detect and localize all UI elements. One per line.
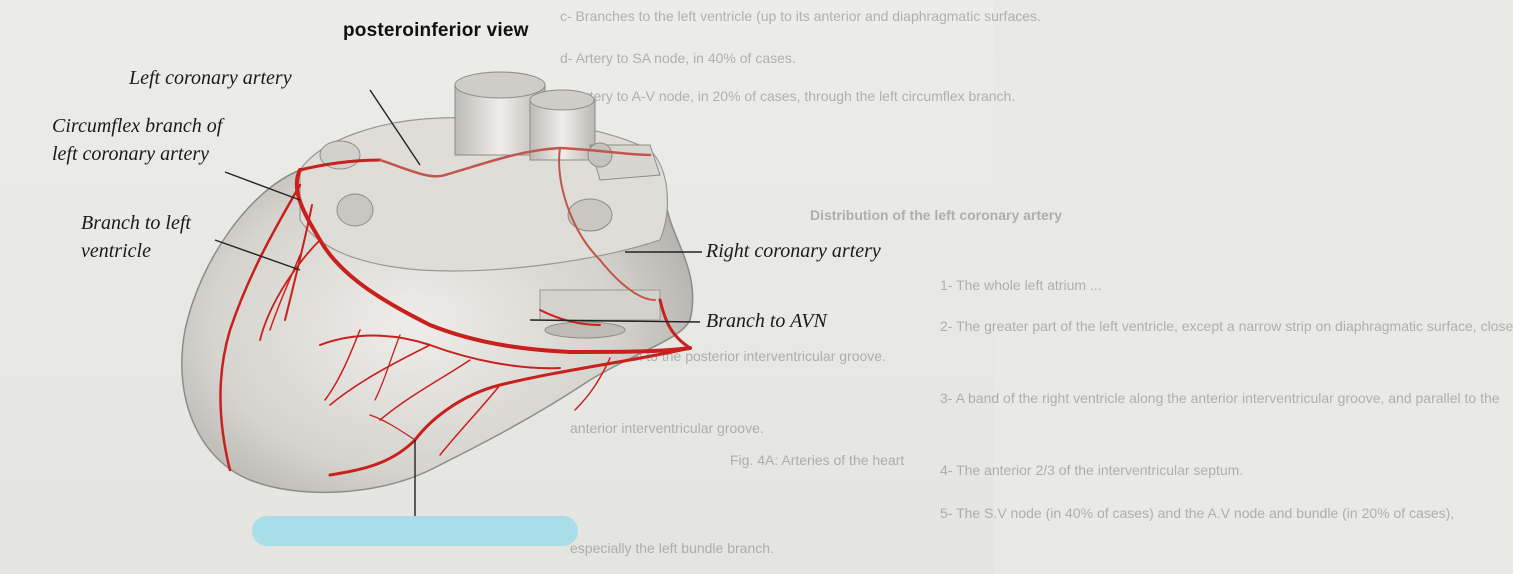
bg-text-line-e: e- Artery to A-V node, in 20% of cases, … [560, 88, 1016, 104]
bg-text-heading: Distribution of the left coronary artery [810, 207, 1063, 223]
heart-illustration [181, 71, 702, 520]
label-branch-left-ventricle-line-2: ventricle [81, 240, 151, 262]
bg-text-line-c: c- Branches to the left ventricle (up to… [560, 8, 1041, 24]
bg-text-line-5: 5- The S.V node (in 40% of cases) and th… [940, 505, 1455, 521]
figure-title: posteroinferior view [343, 20, 529, 41]
label-left-coronary-artery: Left coronary artery [129, 67, 292, 89]
label-branch-to-avn: Branch to AVN [706, 310, 827, 332]
label-right-coronary-artery: Right coronary artery [706, 240, 881, 262]
bg-text-line-1: 1- The whole left atrium ... [940, 277, 1102, 293]
bg-text-line-5b: especially the left bundle branch. [570, 540, 774, 556]
coronary-arteries [219, 146, 692, 477]
bg-text-line-4: 4- The anterior 2/3 of the interventricu… [940, 462, 1244, 478]
caption-highlight-bar [252, 516, 578, 546]
leader-lines [214, 89, 702, 520]
bg-text-line-3: 3- A band of the right ventricle along t… [940, 390, 1500, 406]
label-circumflex-line-2: left coronary artery [52, 143, 210, 165]
bg-text-fig-ghost: Fig. 4A: Arteries of the heart [730, 452, 905, 468]
label-circumflex-line-1: Circumflex branch of [52, 115, 223, 137]
bg-text-line-3b: anterior interventricular groove. [570, 420, 764, 436]
label-branch-left-ventricle-line-1: Branch to left [81, 212, 191, 234]
bg-text-line-2: 2- The greater part of the left ventricl… [940, 318, 1513, 334]
bg-text-line-d: d- Artery to SA node, in 40% of cases. [560, 50, 796, 66]
